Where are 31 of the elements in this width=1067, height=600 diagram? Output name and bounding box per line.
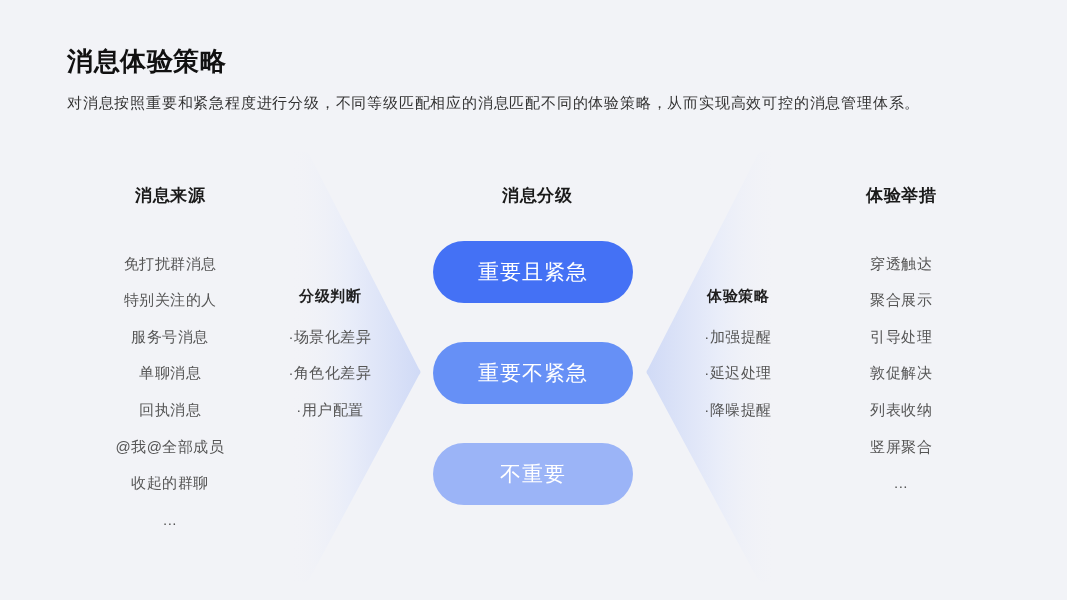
group-heading: 体验策略 <box>707 286 769 306</box>
list-item: 竖屏聚合 <box>870 436 932 457</box>
list-item: 服务号消息 <box>131 326 209 347</box>
list-item: ... <box>894 473 908 494</box>
list-item: 收起的群聊 <box>131 473 209 494</box>
column-heading: 消息分级 <box>502 185 572 207</box>
priority-pill: 重要不紧急 <box>433 342 633 404</box>
bullet-item: ·角色化差异 <box>288 363 372 384</box>
bullet-item: ·用户配置 <box>296 399 364 420</box>
list-item: 聚合展示 <box>870 290 932 311</box>
list-item: 穿透触达 <box>870 253 932 274</box>
bullet-item: ·延迟处理 <box>704 363 772 384</box>
list-item: 特别关注的人 <box>123 290 217 311</box>
list-item: 单聊消息 <box>139 363 201 384</box>
priority-pill: 不重要 <box>433 443 633 505</box>
list-item: @我@全部成员 <box>115 436 225 457</box>
column-heading: 体验举措 <box>866 185 936 207</box>
list-item: 列表收纳 <box>870 400 932 421</box>
bullet-item: ·场景化差异 <box>288 326 372 347</box>
bullet-item: ·加强提醒 <box>704 326 772 347</box>
list-item: 敦促解决 <box>870 363 932 384</box>
title: 消息体验策略 <box>67 45 227 78</box>
bullet-item: ·降噪提醒 <box>704 399 772 420</box>
list-item: 引导处理 <box>870 326 932 347</box>
subtitle: 对消息按照重要和紧急程度进行分级，不同等级匹配相应的消息匹配不同的体验策略，从而实现高效可控的消息管理体系。 <box>67 93 921 113</box>
list-item: ... <box>163 509 177 530</box>
priority-pill: 重要且紧急 <box>433 241 633 303</box>
list-item: 免打扰群消息 <box>123 253 217 274</box>
list-item: 回执消息 <box>139 400 201 421</box>
group-heading: 分级判断 <box>299 286 361 306</box>
column-heading: 消息来源 <box>135 185 205 207</box>
